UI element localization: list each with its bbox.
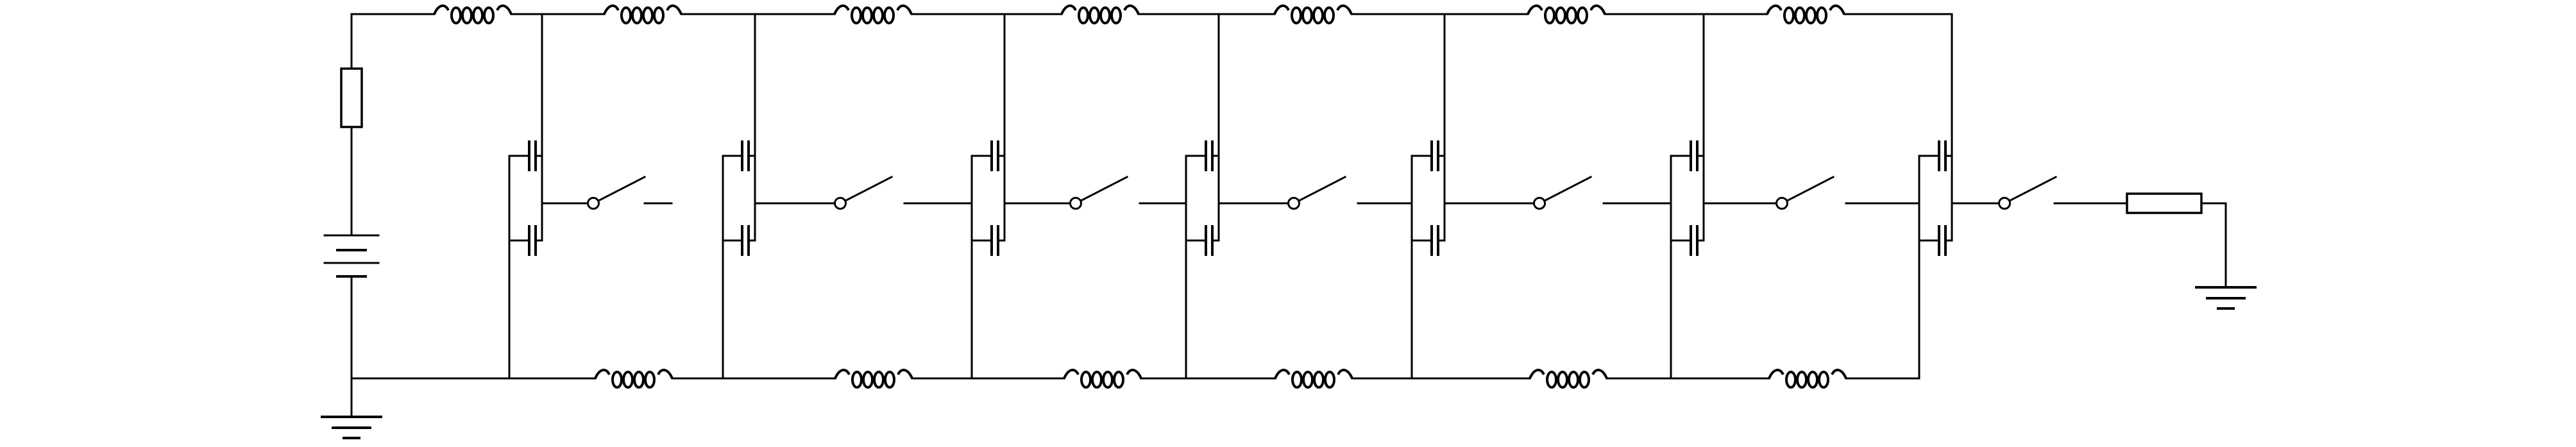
bottom-inductor-1 <box>594 368 674 389</box>
stage-2-switch <box>834 175 894 210</box>
stage-7-switch <box>1998 175 2058 210</box>
stage-6-switch <box>1775 175 1835 210</box>
bottom-inductor-6 <box>1768 368 1847 389</box>
top-inductor-6 <box>1527 4 1606 24</box>
stage-2-capacitor-upper <box>741 140 750 171</box>
stage-3-capacitor-upper <box>990 140 999 171</box>
top-inductor-4 <box>1060 4 1140 24</box>
load-resistor <box>2126 192 2203 214</box>
top-inductor-5 <box>1273 4 1353 24</box>
stage-5-capacitor-lower <box>1430 225 1439 256</box>
bottom-inductor-4 <box>1274 368 1353 389</box>
stage-1-capacitor-upper <box>528 140 537 171</box>
stage-1-switch <box>587 175 647 210</box>
stage-4-capacitor-upper <box>1205 140 1214 171</box>
top-inductor-7 <box>1766 4 1845 24</box>
stage-6-capacitor-lower <box>1690 225 1699 256</box>
source-resistor <box>340 67 363 128</box>
ground-left <box>321 416 382 439</box>
wires <box>350 13 2227 418</box>
stage-4-capacitor-lower <box>1205 225 1214 256</box>
stage-3-switch <box>1069 175 1129 210</box>
top-inductor-3 <box>833 4 913 24</box>
ground-right <box>2195 286 2257 310</box>
stage-2-capacitor-lower <box>741 225 750 256</box>
stage-6-capacitor-upper <box>1690 140 1699 171</box>
stage-5-capacitor-upper <box>1430 140 1439 171</box>
stage-3-capacitor-lower <box>990 225 999 256</box>
stage-4-switch <box>1287 175 1347 210</box>
components <box>321 4 2257 439</box>
stage-7-capacitor-lower <box>1938 225 1947 256</box>
top-inductor-1 <box>433 4 513 24</box>
bottom-inductor-2 <box>834 368 913 389</box>
battery <box>323 234 380 278</box>
stage-1-capacitor-lower <box>528 225 537 256</box>
stage-5-switch <box>1533 175 1593 210</box>
bottom-inductor-3 <box>1063 368 1142 389</box>
stage-7-capacitor-upper <box>1938 140 1947 171</box>
top-inductor-2 <box>603 4 682 24</box>
bottom-inductor-5 <box>1529 368 1608 389</box>
